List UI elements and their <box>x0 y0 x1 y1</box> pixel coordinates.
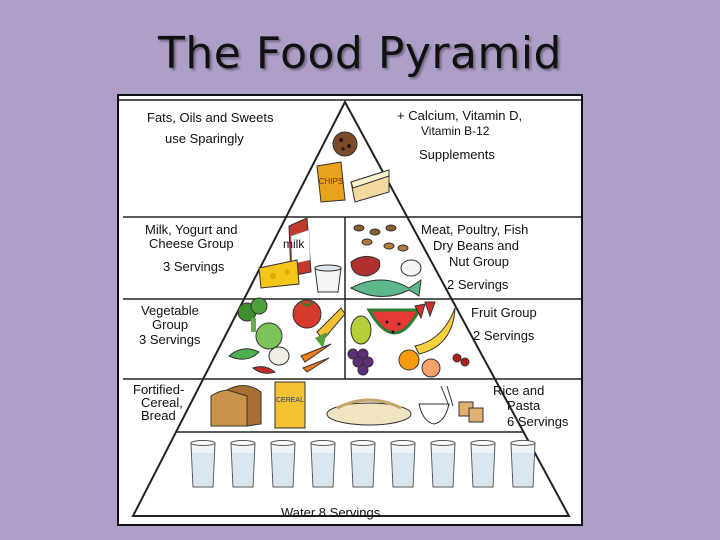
bread-loaf-icon <box>210 385 262 427</box>
fats-label-line2: use Sparingly <box>165 131 244 146</box>
cookie-icon <box>332 131 358 157</box>
chips-label: CHIPS <box>319 177 343 186</box>
fats-label-line1: Fats, Oils and Sweets <box>147 110 274 125</box>
strawberries-icon <box>414 301 436 320</box>
water-label: Water 8 Servings <box>281 505 381 520</box>
fruit-label-line1: Fruit Group <box>471 305 537 320</box>
fruit-servings: 2 Servings <box>473 328 535 343</box>
pasta-plate-icon <box>326 398 412 426</box>
grains-right-label-line2: Pasta <box>507 398 541 413</box>
water-glass-icon <box>310 440 336 488</box>
water-glasses <box>190 440 536 488</box>
chips-bag-icon: CHIPS <box>316 161 346 203</box>
cherries-icon <box>452 353 470 367</box>
water-glass-icon <box>350 440 376 488</box>
banana-icon <box>414 307 456 355</box>
water-glass-icon <box>270 440 296 488</box>
supplements-label-line1: + Calcium, Vitamin D, <box>397 108 523 123</box>
crackers-icon <box>458 401 484 423</box>
fish-icon <box>349 278 422 297</box>
rice-bowl-icon <box>418 385 454 425</box>
meat-label-line3: Nut Group <box>449 254 509 269</box>
tomato-icon <box>292 299 322 329</box>
water-glass-icon <box>510 440 536 488</box>
meat-label-line2: Dry Beans and <box>433 238 519 253</box>
egg-icon <box>400 259 422 277</box>
grains-left-label-line1: Fortified- <box>133 382 185 397</box>
milk-servings: 3 Servings <box>163 259 225 274</box>
pyramid-illustration: CHIPS <box>119 99 581 517</box>
grains-left-label-line3: Bread <box>141 408 176 423</box>
steak-icon <box>350 256 381 277</box>
corn-icon <box>315 307 346 348</box>
water-glass-icon <box>430 440 456 488</box>
garlic-icon <box>268 346 290 366</box>
grains-left-label-line2: Cereal, <box>141 395 183 410</box>
supplements-label-line3: Supplements <box>419 147 495 162</box>
supplements-label-line2: Vitamin B-12 <box>421 124 490 138</box>
grains-right-servings: 6 Servings <box>507 414 569 429</box>
lettuce-icon <box>255 322 283 350</box>
vegetable-label-line2: Group <box>152 317 189 332</box>
orange-icon <box>398 349 420 371</box>
cereal-box-icon: CEREAL <box>274 381 306 429</box>
milk-label-line2: Cheese Group <box>149 236 234 251</box>
pea-pod-icon <box>228 348 260 360</box>
beans-nuts-icon <box>353 224 409 252</box>
broccoli-icon <box>237 297 268 332</box>
carrot-icon <box>300 343 332 373</box>
water-glass-icon <box>190 440 216 488</box>
vegetable-servings: 3 Servings <box>139 332 201 347</box>
water-glass-icon <box>470 440 496 488</box>
grapes-icon <box>347 348 374 376</box>
milk-label-line1: Milk, Yogurt and <box>145 222 238 237</box>
meat-servings: 2 Servings <box>447 277 509 292</box>
vegetable-label-line1: Vegetable <box>141 303 199 318</box>
cereal-box-label: CEREAL <box>276 397 304 404</box>
water-glass-icon <box>230 440 256 488</box>
watermelon-slice-icon <box>366 308 422 335</box>
water-glass-icon <box>390 440 416 488</box>
grains-right-label-line1: Rice and <box>493 383 545 398</box>
slide-title: The Food Pyramid <box>158 28 562 79</box>
milk-carton-label: milk <box>283 237 305 251</box>
cheese-icon <box>258 259 300 289</box>
food-pyramid-figure: CHIPS <box>117 94 583 526</box>
yogurt-cup-icon <box>314 264 342 293</box>
chili-pepper-icon <box>251 366 277 374</box>
meat-label-line1: Meat, Poultry, Fish <box>421 222 529 237</box>
peach-icon <box>421 358 441 378</box>
pear-icon <box>350 315 372 345</box>
cake-slice-icon <box>350 169 390 203</box>
